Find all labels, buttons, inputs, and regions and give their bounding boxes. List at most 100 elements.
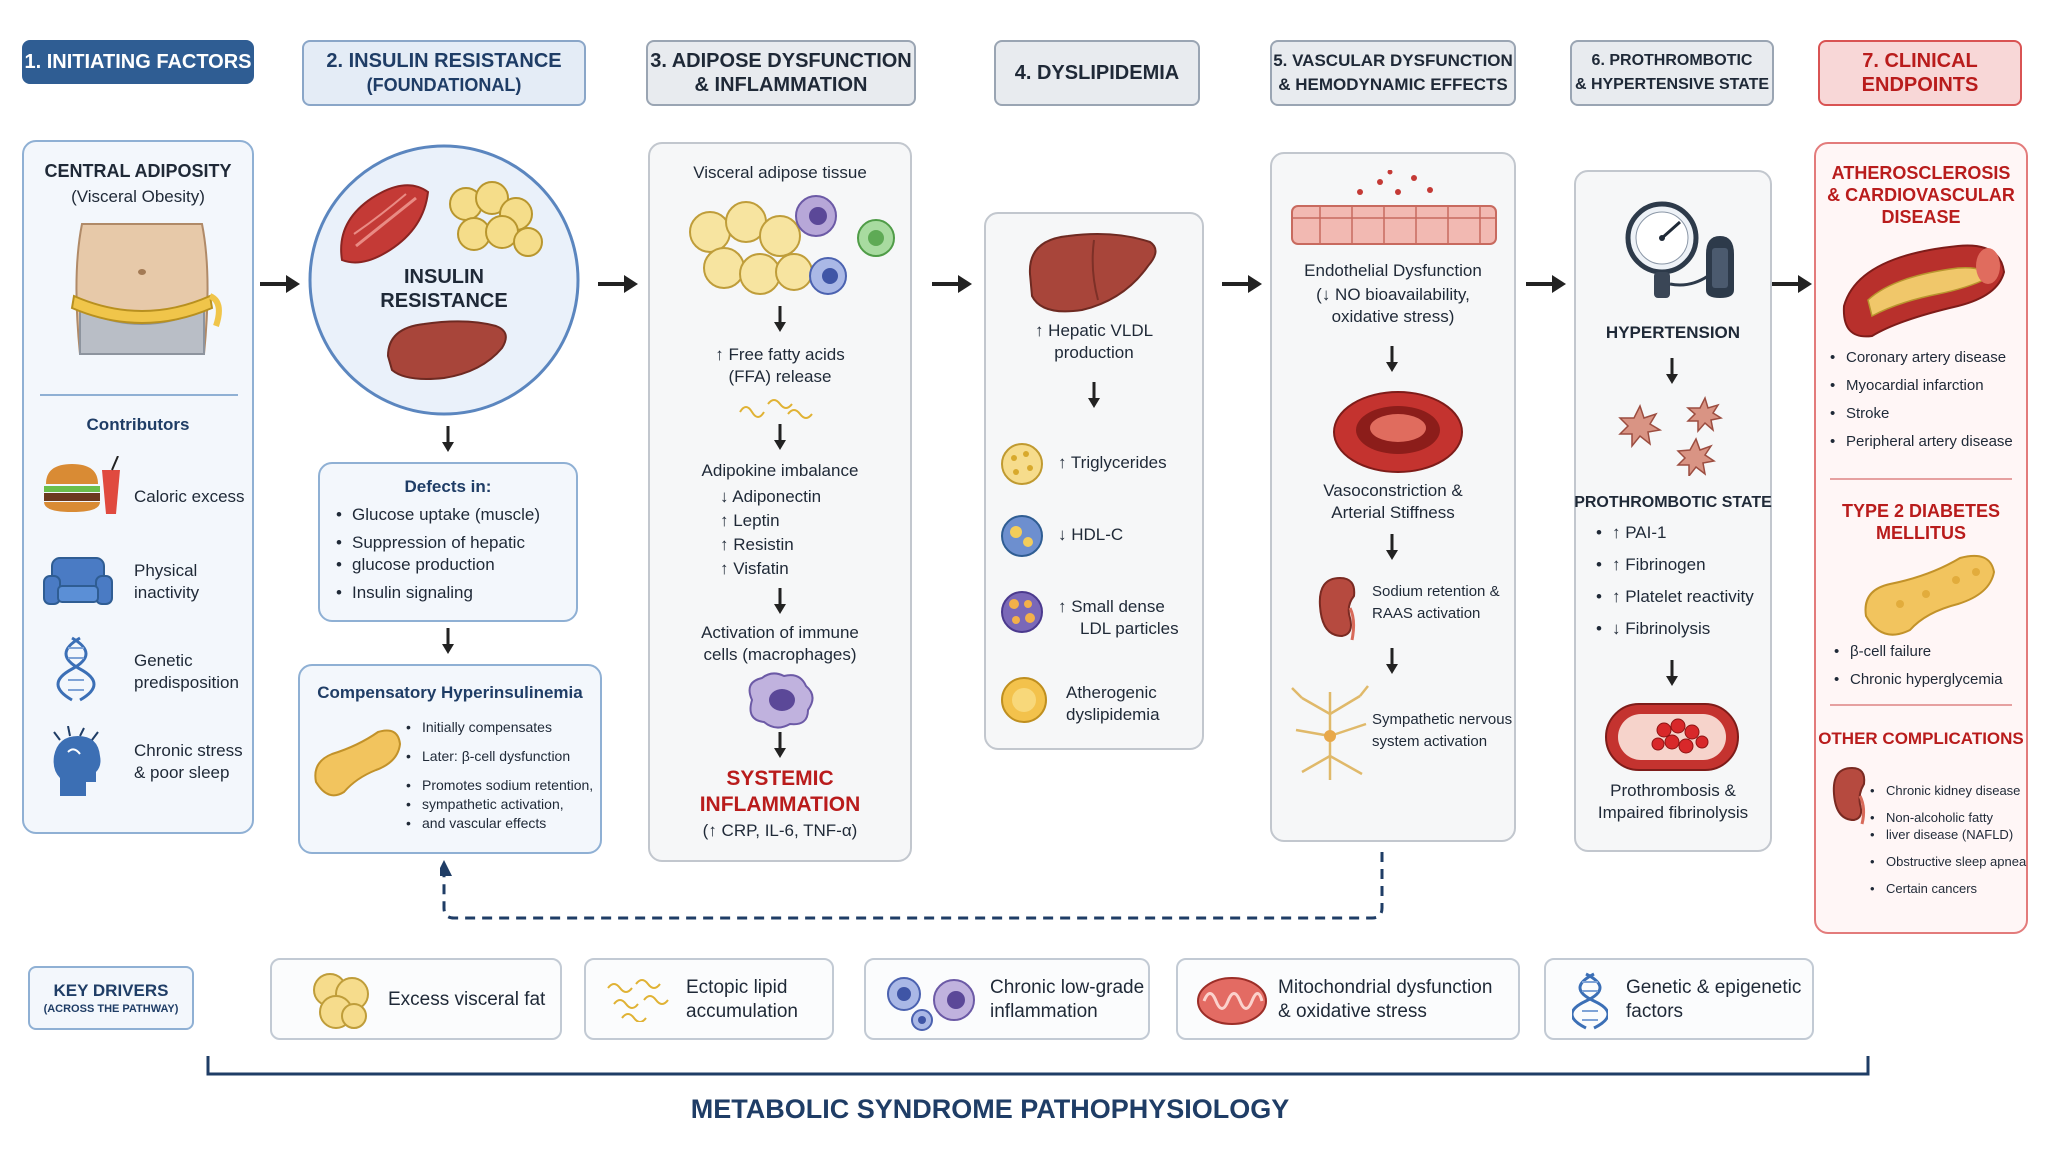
prothrombosis-label: Prothrombosis & <box>1610 781 1736 800</box>
header-label-sub: (FOUNDATIONAL) <box>366 75 522 95</box>
lipid-squiggle-icon <box>739 399 813 419</box>
hypertension-label: HYPERTENSION <box>1605 323 1741 342</box>
t2d-item: β-cell failure <box>1832 642 2028 662</box>
cvd-title: ATHEROSCLEROSIS <box>1831 163 2011 183</box>
pancreas-icon <box>1864 554 1996 636</box>
header-label: 4. DYSLIPIDEMIA <box>1014 62 1180 84</box>
comp-item: Promotes sodium retention, <box>404 776 600 795</box>
down-arrow-icon <box>774 424 786 450</box>
prothrombotic-list: ↑ PAI-1 ↑ Fibrinogen ↑ Platelet reactivi… <box>1594 522 1770 640</box>
atherogenic-label: Atherogenic <box>1066 683 1157 702</box>
defect-item: Glucose uptake (muscle) <box>334 504 574 526</box>
dna-icon <box>56 636 96 702</box>
nerve-icon <box>1291 685 1369 780</box>
divider <box>1830 478 2012 480</box>
driver-label: Mitochondrial dysfunction <box>1278 977 1493 998</box>
flow-arrow-icon <box>598 275 638 293</box>
triglyceride-particle-icon <box>1001 443 1043 485</box>
header-initiating-factors: 1. INITIATING FACTORS <box>22 40 254 84</box>
endothelial-sub-2: oxidative stress) <box>1331 307 1455 326</box>
cvd-item: Stroke <box>1828 404 2028 424</box>
key-drivers-title: KEY DRIVERS <box>53 981 169 1000</box>
driver-label: Excess visceral fat <box>388 989 546 1010</box>
comp-item-cont: sympathetic activation, <box>404 795 600 814</box>
triglycerides-label: ↑ Triglycerides <box>1058 453 1167 472</box>
insulin-resistance-circle <box>308 144 580 416</box>
ldl-label: ↑ Small dense <box>1058 597 1165 616</box>
contributor-label: inactivity <box>134 583 200 602</box>
central-adiposity-title: CENTRAL ADIPOSITY <box>44 161 232 181</box>
stressed-head-icon <box>53 726 101 796</box>
header-vascular-dysfunction: 5. VASCULAR DYSFUNCTION & HEMODYNAMIC EF… <box>1270 40 1516 106</box>
driver-label: Chronic low-grade <box>990 977 1145 998</box>
driver-visceral-fat: Excess visceral fat <box>270 958 562 1040</box>
contributor-label: Chronic stress <box>134 741 243 760</box>
central-adiposity-subtitle: (Visceral Obesity) <box>71 187 205 206</box>
systemic-inflammation-title: SYSTEMIC <box>726 767 834 790</box>
header-label-sub: & HEMODYNAMIC EFFECTS <box>1278 75 1508 94</box>
driver-label-2: accumulation <box>686 1001 798 1022</box>
prothrombotic-item: ↑ Platelet reactivity <box>1594 586 1770 608</box>
endothelial-sub: (↓ NO bioavailability, <box>1316 285 1470 304</box>
hdl-label: ↓ HDL-C <box>1058 525 1124 544</box>
header-label: 6. PROTHROMBOTIC <box>1591 52 1753 69</box>
other-complications-list: Chronic kidney disease Non-alcoholic fat… <box>1868 782 2032 897</box>
complication-item: Obstructive sleep apnea <box>1868 853 2032 870</box>
flow-arrow-icon <box>260 275 300 293</box>
ffa-label-2: (FFA) release <box>728 367 832 386</box>
vldl-label: ↑ Hepatic VLDL <box>1034 321 1154 340</box>
down-arrow-icon <box>1088 382 1100 408</box>
liver-icon <box>1028 233 1157 313</box>
down-arrow-icon <box>1386 648 1398 674</box>
fat-cells-icon <box>313 973 369 1029</box>
header-dyslipidemia: 4. DYSLIPIDEMIA <box>994 40 1200 106</box>
down-arrow-icon <box>774 306 786 332</box>
header-label-sub: & INFLAMMATION <box>694 74 868 96</box>
sodium-label-2: RAAS activation <box>1372 605 1481 622</box>
comp-item-cont: and vascular effects <box>404 814 600 833</box>
driver-label: Ectopic lipid <box>686 977 788 998</box>
header-insulin-resistance: 2. INSULIN RESISTANCE (FOUNDATIONAL) <box>302 40 586 106</box>
adipokine-item: ↑ Leptin <box>720 511 780 530</box>
contributor-label: predisposition <box>134 673 239 692</box>
down-arrow-icon <box>442 628 454 654</box>
adipokine-title: Adipokine imbalance <box>701 461 859 480</box>
couch-icon <box>43 557 113 605</box>
header-clinical-endpoints: 7. CLINICAL ENDPOINTS <box>1818 40 2022 106</box>
systemic-inflammation-title-2: INFLAMMATION <box>699 793 861 816</box>
t2d-title-2: MELLITUS <box>1876 523 1966 543</box>
prothrombosis-label-2: Impaired fibrinolysis <box>1597 803 1749 822</box>
cvd-item: Peripheral artery disease <box>1828 432 2028 452</box>
platelets-icon <box>1618 395 1723 476</box>
flow-arrow-icon <box>1526 275 1566 293</box>
endothelium-icon <box>1291 170 1497 245</box>
sodium-label: Sodium retention & <box>1372 583 1500 600</box>
header-label: 3. ADIPOSE DYSFUNCTION <box>650 50 912 72</box>
sns-label-2: system activation <box>1372 733 1488 750</box>
header-label: 5. VASCULAR DYSFUNCTION <box>1273 51 1513 70</box>
defect-item: Suppression of hepatic <box>334 532 574 554</box>
contributor-label: Genetic <box>134 651 193 670</box>
driver-label-2: inflammation <box>990 1001 1098 1022</box>
down-arrow-icon <box>1386 346 1398 372</box>
driver-label: Genetic & epigenetic <box>1626 977 1802 998</box>
driver-mitochondrial: Mitochondrial dysfunction & oxidative st… <box>1176 958 1520 1040</box>
defects-title: Defects in: <box>404 477 492 496</box>
header-label-sub: ENDPOINTS <box>1861 74 1979 96</box>
prothrombotic-item: ↓ Fibrinolysis <box>1594 618 1770 640</box>
down-arrow-icon <box>774 588 786 614</box>
ldl-particle-icon <box>1001 591 1043 633</box>
down-arrow-icon <box>442 426 454 452</box>
driver-inflammation: Chronic low-grade inflammation <box>864 958 1150 1040</box>
compensatory-title: Compensatory Hyperinsulinemia <box>317 683 583 702</box>
down-arrow-icon <box>1666 660 1678 686</box>
artery-icon <box>1333 391 1463 473</box>
vasoconstriction-label-2: Arterial Stiffness <box>1331 503 1455 522</box>
comp-item: Initially compensates <box>404 718 600 737</box>
blood-pressure-gauge-icon <box>1625 201 1734 298</box>
immune-label-2: cells (macrophages) <box>703 645 857 664</box>
flow-arrow-icon <box>1222 275 1262 293</box>
cvd-title-3: DISEASE <box>1881 207 1961 227</box>
adipokine-item: ↓ Adiponectin <box>720 487 822 506</box>
panel-vascular <box>1270 152 1516 842</box>
